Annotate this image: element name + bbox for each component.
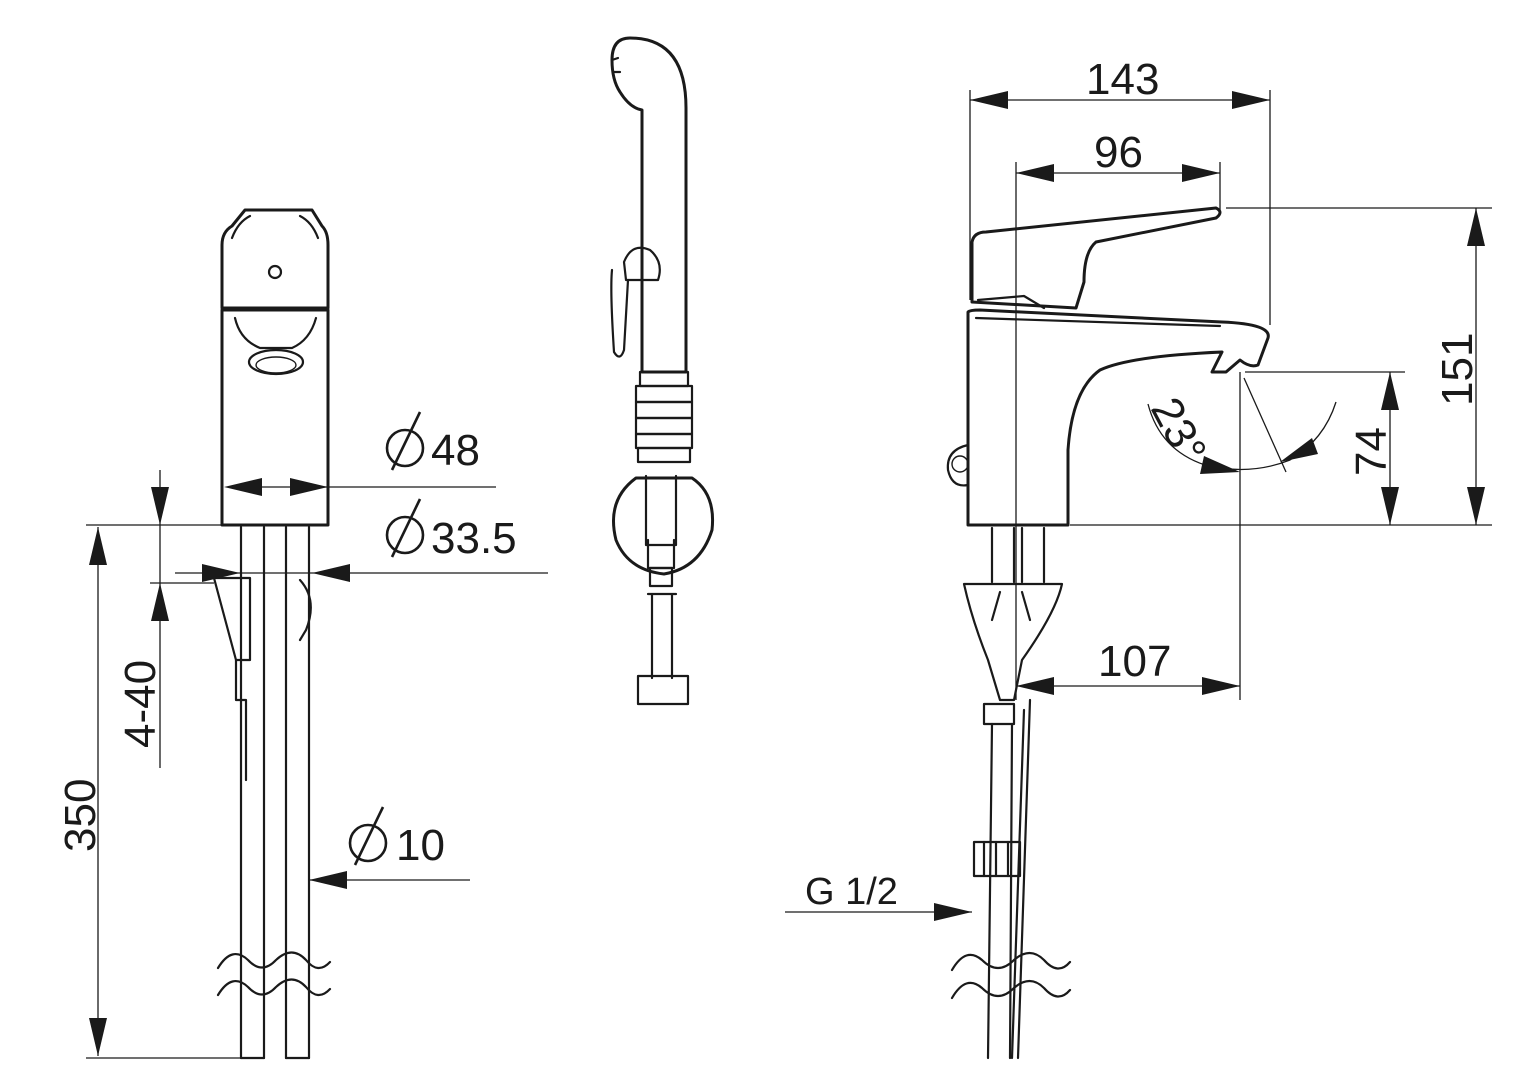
dim-height-350: 350: [56, 779, 105, 852]
dim-d48: 48: [431, 426, 480, 475]
dim-width-96: 96: [1094, 128, 1143, 177]
dim-height-151: 151: [1433, 333, 1482, 406]
dim-height-74: 74: [1347, 427, 1396, 476]
profile-view: 143 96 151 74 107 23° G 1/2: [785, 55, 1492, 1060]
dim-thread: G 1/2: [805, 871, 898, 913]
dim-thickness: 4-40: [116, 660, 165, 748]
dim-reach-107: 107: [1098, 637, 1171, 686]
front-view: 48 33.5 10 4-40 350: [56, 208, 548, 1060]
dim-d33-5: 33.5: [431, 514, 517, 563]
diameter-icon: [348, 823, 388, 863]
dim-d10: 10: [396, 821, 445, 870]
side-view: [610, 36, 715, 706]
dim-width-143: 143: [1086, 55, 1159, 104]
diameter-icon: [385, 515, 425, 555]
diameter-icon: [385, 428, 425, 468]
